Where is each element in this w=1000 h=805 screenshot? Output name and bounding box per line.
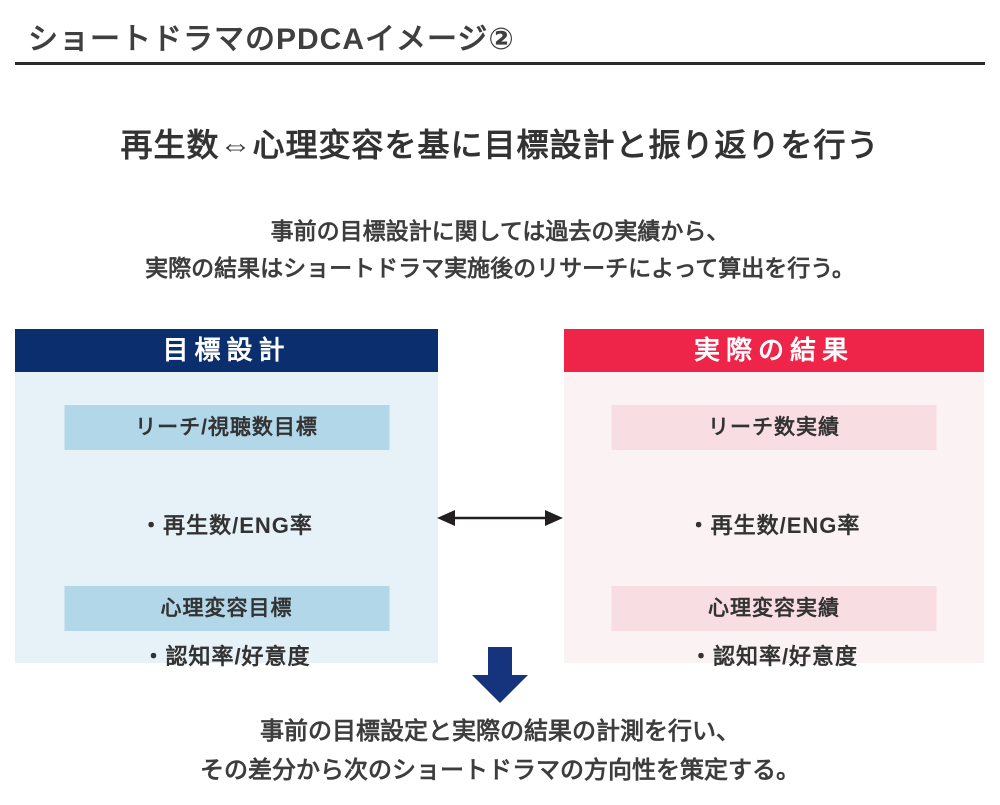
- main-heading: 再生数⇔心理変容を基に目標設計と振り返りを行う: [120, 127, 880, 163]
- goal-psych-detail: ・認知率/好意度: [142, 644, 311, 669]
- title-divider: [15, 62, 985, 65]
- goal-reach-detail: ・再生数/ENG率: [140, 513, 313, 538]
- goal-box-header: 目標設計: [15, 329, 438, 372]
- goal-psych-label: 心理変容目標: [64, 586, 389, 631]
- result-psych-detail: ・認知率/好意度: [689, 644, 859, 669]
- result-box-header: 実際の結果: [564, 329, 984, 372]
- actual-result-box: 実際の結果 リーチ数実績 ・再生数/ENG率 心理変容実績 ・認知率/好意度: [564, 329, 984, 669]
- description-line-2: 実際の結果はショートドラマ実施後のリサーチによって算出を行う。: [145, 255, 855, 281]
- goal-reach-label: リーチ/視聴数目標: [64, 405, 389, 450]
- goal-design-box: 目標設計 リーチ/視聴数目標 ・再生数/ENG率 心理変容目標 ・認知率/好意度: [15, 329, 438, 669]
- conclusion: 事前の目標設定と実際の結果の計測を行い、 その差分から次のショートドラマの方向性…: [0, 712, 1000, 790]
- description: 事前の目標設計に関しては過去の実績から、 実際の結果はショートドラマ実施後のリサ…: [0, 213, 1000, 287]
- goal-box-body: リーチ/視聴数目標 ・再生数/ENG率 心理変容目標 ・認知率/好意度: [15, 372, 438, 669]
- result-box-body: リーチ数実績 ・再生数/ENG率 心理変容実績 ・認知率/好意度: [564, 372, 984, 669]
- conclusion-line-2: その差分から次のショートドラマの方向性を策定する。: [200, 757, 800, 784]
- description-line-1: 事前の目標設計に関しては過去の実績から、: [270, 218, 730, 244]
- result-reach-detail: ・再生数/ENG率: [687, 513, 861, 538]
- bidirectional-arrow-icon: [437, 510, 563, 526]
- result-psych-label: 心理変容実績: [611, 586, 937, 631]
- down-arrow-icon: [472, 647, 528, 703]
- conclusion-line-1: 事前の目標設定と実際の結果の計測を行い、: [260, 718, 740, 745]
- result-reach-label: リーチ数実績: [611, 405, 937, 450]
- page-title: ショートドラマのPDCAイメージ②: [28, 23, 515, 56]
